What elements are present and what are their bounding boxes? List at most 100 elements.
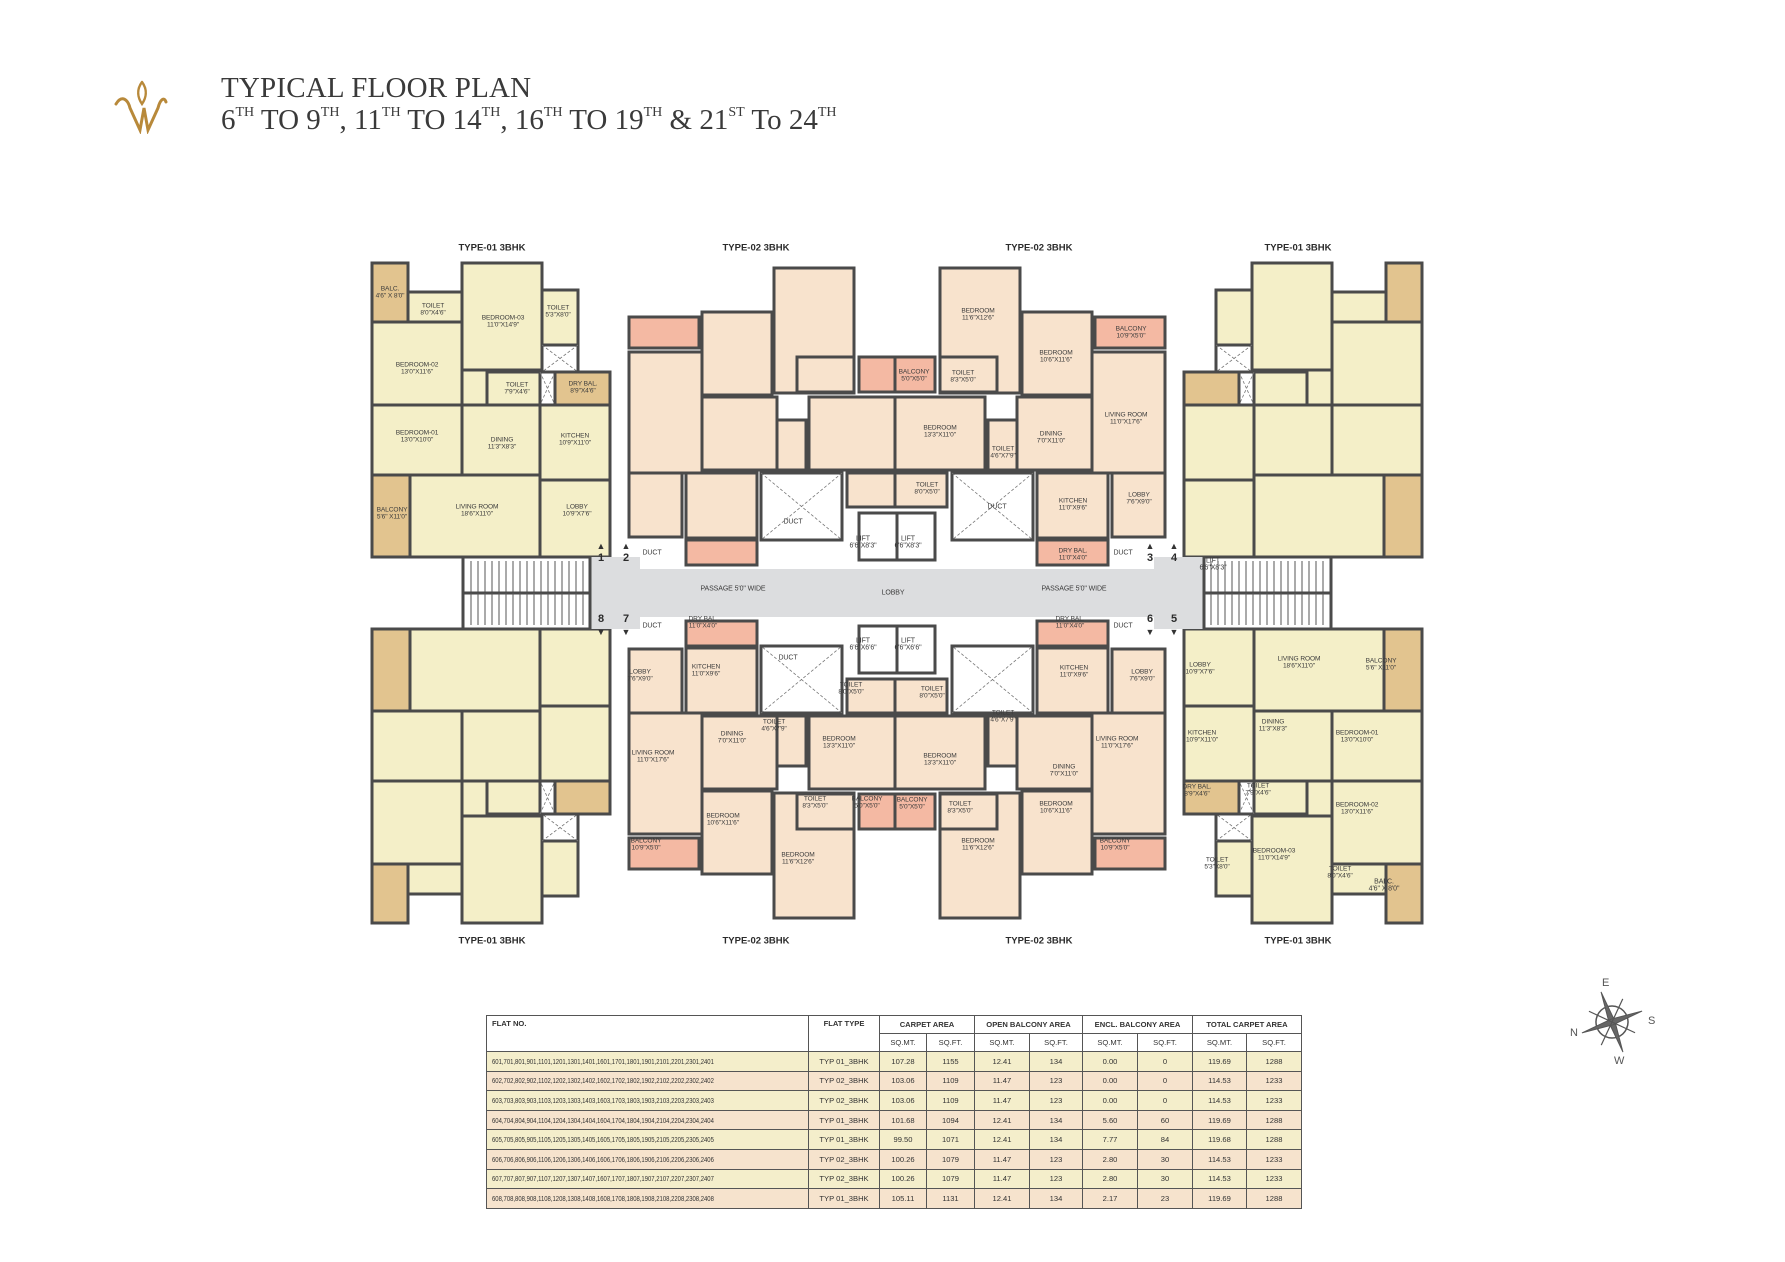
flat-area-table: FLAT NO. FLAT TYPE CARPET AREA OPEN BALC… <box>486 1015 1302 1209</box>
room-name: BALCONY <box>630 837 662 845</box>
room-dimensions: 10'6"X11'6" <box>706 820 739 827</box>
room-dimensions: 11'6"X12'6" <box>961 315 994 322</box>
room-name: DUCT <box>987 503 1007 511</box>
room-name: TOILET <box>505 381 529 389</box>
area-value-cell: 123 <box>1029 1090 1083 1111</box>
room-name: LOBBY <box>1128 491 1150 499</box>
area-value-cell: 105.11 <box>879 1188 927 1209</box>
flat-no-cell: 601,701,801,901,1101,1201,1301,1401,1601… <box>486 1051 809 1072</box>
room-dimensions: 11'0"X4'0" <box>688 623 718 630</box>
room-dimensions: 8'0"X5'0" <box>838 689 864 696</box>
compass-north: N <box>1570 1027 1578 1039</box>
room-dimensions: 13'0"X11'6" <box>400 369 434 376</box>
area-value-cell: 114.53 <box>1192 1090 1247 1111</box>
sqft-header: SQ.FT. <box>1246 1033 1302 1052</box>
area-value-cell: 5.60 <box>1082 1109 1138 1131</box>
room-label-dry-bal: DRY BAL.11'0"X4'0" <box>1058 548 1087 563</box>
carpet-area-header: CARPET AREA <box>879 1015 975 1034</box>
area-value-cell: 30 <box>1137 1148 1193 1170</box>
area-value-cell: 2.17 <box>1082 1188 1138 1209</box>
room-dimensions: 13'0"X10'0" <box>1340 737 1374 744</box>
arrow-down-icon: ▼ <box>621 627 631 637</box>
room-name: LIFT <box>900 637 915 645</box>
room-name: BEDROOM-02 <box>395 361 439 369</box>
room-label-duct: DUCT <box>1113 622 1132 629</box>
area-value-cell: 2.80 <box>1082 1148 1138 1170</box>
room-name: BEDROOM-03 <box>1252 847 1296 855</box>
room-dimensions: 7'6"X9'0" <box>1129 676 1155 683</box>
compass-south: S <box>1648 1015 1655 1027</box>
area-value-cell: 134 <box>1029 1188 1083 1209</box>
sqmt-header: SQ.MT. <box>1082 1033 1138 1052</box>
room-label-dry-bal: DRY BAL.8'9"X4'6" <box>568 381 597 396</box>
room-name: BEDROOM <box>961 837 995 845</box>
arrow-down-icon: ▼ <box>596 627 606 637</box>
total-carpet-header: TOTAL CARPET AREA <box>1192 1015 1302 1034</box>
flat-door-number: 6 <box>1146 613 1154 625</box>
room-name: TOILET <box>803 795 827 803</box>
room-name: BEDROOM-02 <box>1335 801 1379 809</box>
area-value-cell: 0.00 <box>1082 1090 1138 1111</box>
room-name: BALCONY <box>376 506 408 514</box>
room-name: BEDROOM-01 <box>395 429 439 437</box>
room-name: DINING <box>490 436 514 444</box>
room-name: TOILET <box>839 681 863 689</box>
area-value-cell: 1071 <box>926 1129 975 1150</box>
area-value-cell: 1079 <box>926 1148 975 1170</box>
unit-type-label: TYPE-02 3BHK <box>1005 935 1073 947</box>
room-name: LOBBY <box>1131 668 1153 676</box>
arrow-up-icon: ▲ <box>621 541 631 551</box>
area-value-cell: 103.06 <box>879 1090 927 1111</box>
room-dimensions: 11'0"X17'6" <box>1109 419 1142 426</box>
area-value-cell: 119.69 <box>1192 1109 1247 1131</box>
arrow-up-icon: ▲ <box>1169 541 1179 551</box>
room-name: DUCT <box>642 549 662 557</box>
room-dimensions: 6'6"X6'6" <box>894 645 922 652</box>
flat-type-cell: TYP 02_3BHK <box>808 1168 880 1190</box>
flat-door-number: 2 <box>622 552 630 564</box>
room-dimensions: 7'9"X4'6" <box>504 389 530 396</box>
room-dimensions: 13'0"X11'6" <box>1340 809 1374 816</box>
unit-type-label: TYPE-02 3BHK <box>1005 242 1073 254</box>
flat-door-number: 4 <box>1170 552 1178 564</box>
area-value-cell: 107.28 <box>879 1051 927 1072</box>
room-dimensions: 5'0"X5'0" <box>899 804 925 811</box>
area-value-cell: 119.68 <box>1192 1129 1247 1150</box>
ordinal-suffix: TH <box>235 105 255 120</box>
area-value-cell: 1155 <box>926 1051 975 1072</box>
room-dimensions: 10'9"X11'0" <box>1185 737 1219 744</box>
area-value-cell: 119.69 <box>1192 1188 1247 1209</box>
area-value-cell: 11.47 <box>974 1168 1030 1190</box>
table-row: 602,702,802,902,1102,1202,1302,1402,1602… <box>486 1070 1302 1092</box>
table-row: 605,705,805,905,1105,1205,1305,1405,1605… <box>486 1129 1302 1150</box>
flat-no-cell: 607,707,807,907,1107,1207,1307,1407,1607… <box>486 1168 809 1190</box>
area-value-cell: 134 <box>1029 1129 1083 1150</box>
room-dimensions: 13'3"X11'0" <box>923 760 956 767</box>
room-name: TOILET <box>991 709 1015 717</box>
area-value-cell: 1288 <box>1246 1129 1302 1150</box>
room-dimensions: 5'3"X8'0" <box>1204 864 1230 871</box>
room-name: BALCONY <box>1365 657 1397 665</box>
room-name: BALC. <box>1374 878 1394 886</box>
area-value-cell: 30 <box>1137 1168 1193 1190</box>
area-value-cell: 0.00 <box>1082 1070 1138 1092</box>
flat-no-cell: 605,705,805,905,1105,1205,1305,1405,1605… <box>486 1129 809 1150</box>
